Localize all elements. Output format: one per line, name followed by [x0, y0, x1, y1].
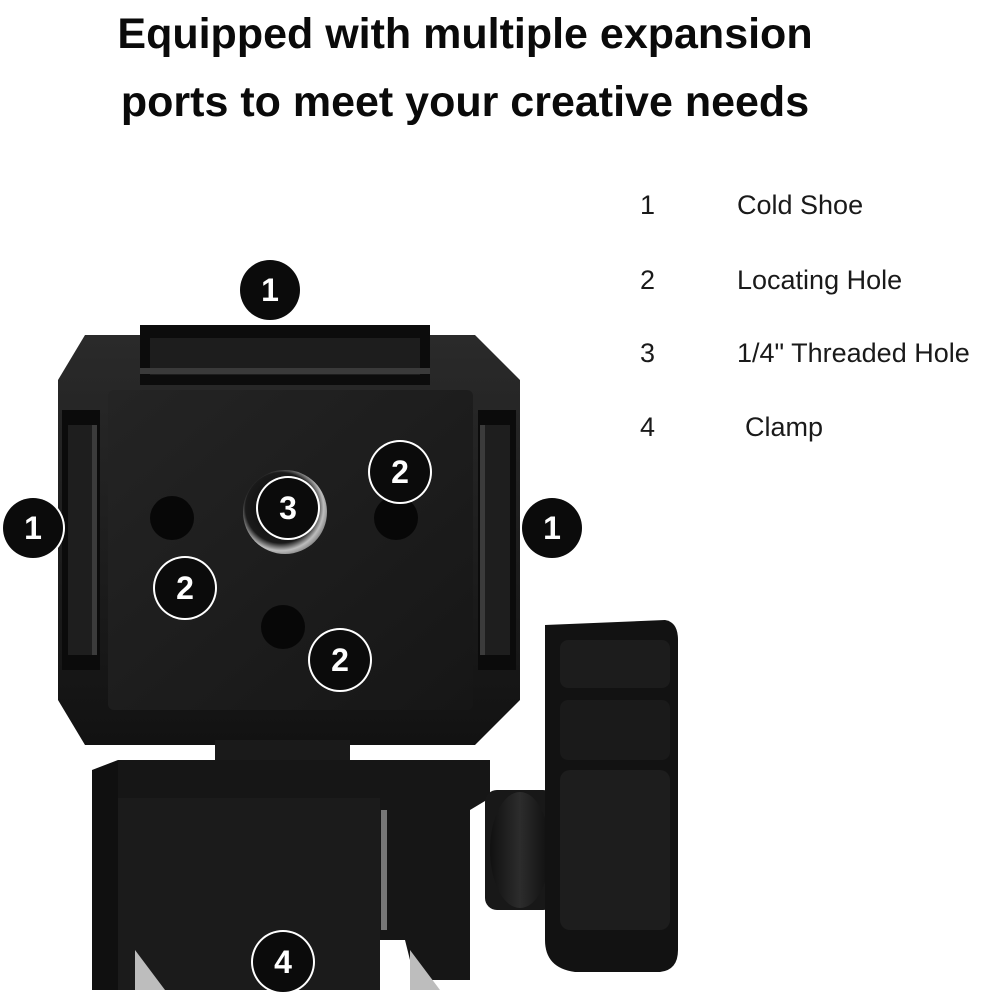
cold-shoe-mount-photo: 1 1 1 2 2 2 3 4 [0, 250, 1000, 995]
legend-label: Clamp [745, 412, 824, 442]
headline-line-1: Equipped with multiple expansion [117, 10, 813, 58]
locating-hole-left [150, 496, 194, 540]
legend-label: Locating Hole [737, 265, 903, 295]
callout-top-cold-shoe: 1 [240, 260, 300, 320]
callout-clamp: 4 [253, 932, 313, 992]
legend-number: 2 [640, 265, 656, 295]
callout-threaded-hole: 3 [258, 478, 318, 538]
locating-hole-bottom [261, 605, 305, 649]
legend-number: 4 [640, 412, 656, 442]
legend-label: 1/4" Threaded Hole [737, 338, 970, 368]
callout-locating-hole-left: 2 [155, 558, 215, 618]
locating-hole-right [374, 496, 418, 540]
legend-label: Cold Shoe [737, 190, 864, 220]
callout-locating-hole-bottom: 2 [310, 630, 370, 690]
headline: Equipped with multiple expansion ports t… [0, 0, 930, 136]
callout-right-cold-shoe: 1 [522, 498, 582, 558]
legend-number: 3 [640, 338, 656, 368]
legend-number: 1 [640, 190, 656, 220]
headline-line-2: ports to meet your creative needs [120, 78, 810, 126]
cold-shoe-mount-illustration [58, 325, 678, 990]
callout-locating-hole-upper-right: 2 [370, 442, 430, 502]
clamp-body [118, 760, 490, 980]
callout-left-cold-shoe: 1 [3, 498, 63, 558]
